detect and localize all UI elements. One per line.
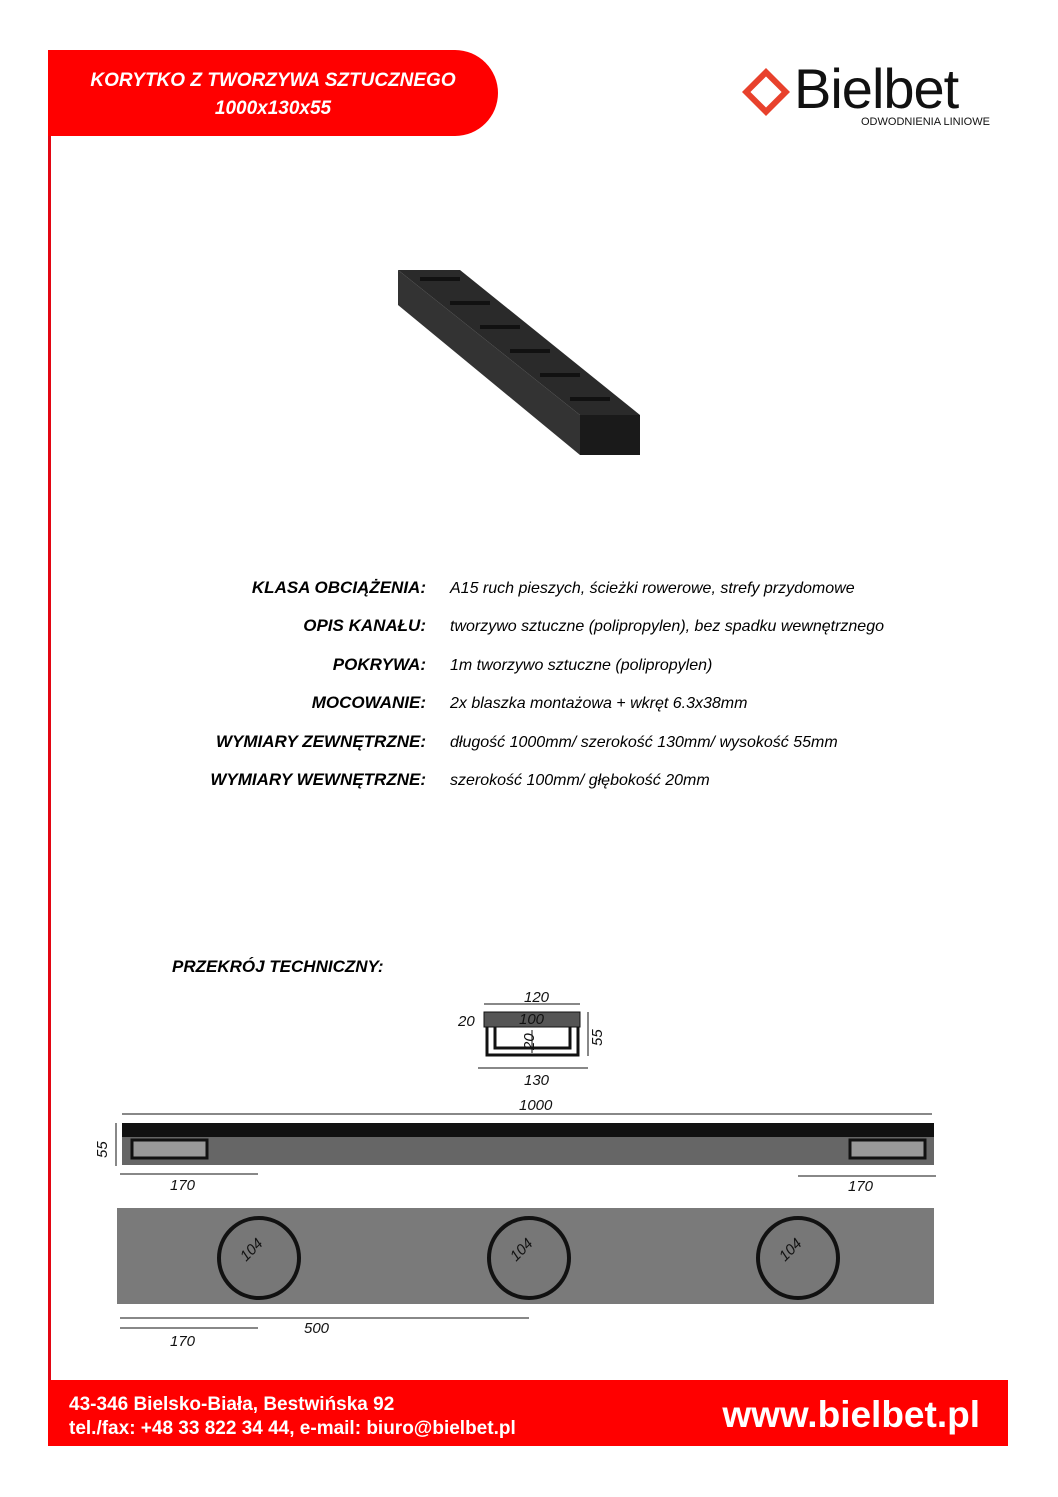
spec-row: MOCOWANIE: 2x blaszka montażowa + wkręt 6… [0,693,1058,717]
spec-label: POKRYWA: [332,655,426,674]
dim-bottom-width: 130 [524,1072,550,1089]
spec-label: WYMIARY WEWNĘTRZNE: [210,770,426,789]
dim-spacing: 500 [304,1320,330,1337]
footer-website-link[interactable]: www.bielbet.pl [722,1394,980,1435]
footer-address: 43-346 Bielsko-Biała, Bestwińska 92 [69,1394,395,1415]
specifications-table: KLASA OBCIĄŻENIA: A15 ruch pieszych, ście… [0,578,1058,808]
dim-left-offset: 170 [170,1177,196,1194]
left-red-border [48,50,51,1446]
dim-plan-left: 170 [170,1333,196,1350]
logo-wordmark: Bielbet [794,57,959,120]
spec-value: 1m tworzywo sztuczne (polipropylen) [450,657,713,674]
logo-mark-icon [742,67,790,117]
spec-row: POKRYWA: 1m tworzywo sztuczne (polipropyl… [0,655,1058,679]
plan-view: 104 104 104 500 170 [117,1208,934,1350]
spec-value: tworzywo sztuczne (polipropylen), bez sp… [450,618,884,635]
technical-drawing: 120 20 100 20 55 130 1000 55 170 170 [94,989,936,1350]
spec-value: szerokość 100mm/ głębokość 20mm [450,772,710,789]
side-view: 1000 55 170 170 [94,1097,936,1195]
cross-section: 120 20 100 20 55 130 [457,989,606,1089]
spec-label: OPIS KANAŁU: [303,616,426,635]
dim-height: 55 [589,1029,606,1046]
spec-value: A15 ruch pieszych, ścieżki rowerowe, str… [450,580,855,597]
footer-banner: 43-346 Bielsko-Biała, Bestwińska 92 tel.… [48,1380,1008,1446]
spec-value: długość 1000mm/ szerokość 130mm/ wysokoś… [450,734,838,751]
spec-value: 2x blaszka montażowa + wkręt 6.3x38mm [450,695,748,712]
spec-label: MOCOWANIE: [311,693,426,712]
dim-side-height: 55 [94,1141,111,1158]
logo-tagline: ODWODNIENIA LINIOWE [861,116,990,128]
product-title: KORYTKO Z TWORZYWA SZTUCZNEGO [90,70,456,91]
spec-label: WYMIARY ZEWNĘTRZNE: [216,732,426,751]
spec-row: WYMIARY ZEWNĘTRZNE: długość 1000mm/ szero… [0,732,1058,756]
spec-row: KLASA OBCIĄŻENIA: A15 ruch pieszych, ście… [0,578,1058,602]
header-banner: KORYTKO Z TWORZYWA SZTUCZNEGO 1000x130x5… [48,50,498,136]
bielbet-logo: Bielbet ODWODNIENIA LINIOWE [742,57,1007,132]
dim-lid-height: 20 [457,1013,475,1030]
dim-inner-depth: 20 [521,1033,538,1051]
product-size: 1000x130x55 [214,98,332,119]
dim-top-width: 120 [524,989,550,1006]
spec-row: OPIS KANAŁU: tworzywo sztuczne (polipropy… [0,616,1058,640]
spec-row: WYMIARY WEWNĘTRZNE: szerokość 100mm/ głęb… [0,770,1058,794]
product-image [398,270,640,455]
dim-length: 1000 [519,1097,553,1114]
dim-inner-width: 100 [519,1011,545,1028]
dim-right-offset: 170 [848,1178,874,1195]
spec-label: KLASA OBCIĄŻENIA: [251,578,426,597]
footer-contact: tel./fax: +48 33 822 34 44, e-mail: biur… [69,1418,516,1439]
section-title: PRZEKRÓJ TECHNICZNY: [172,957,384,976]
